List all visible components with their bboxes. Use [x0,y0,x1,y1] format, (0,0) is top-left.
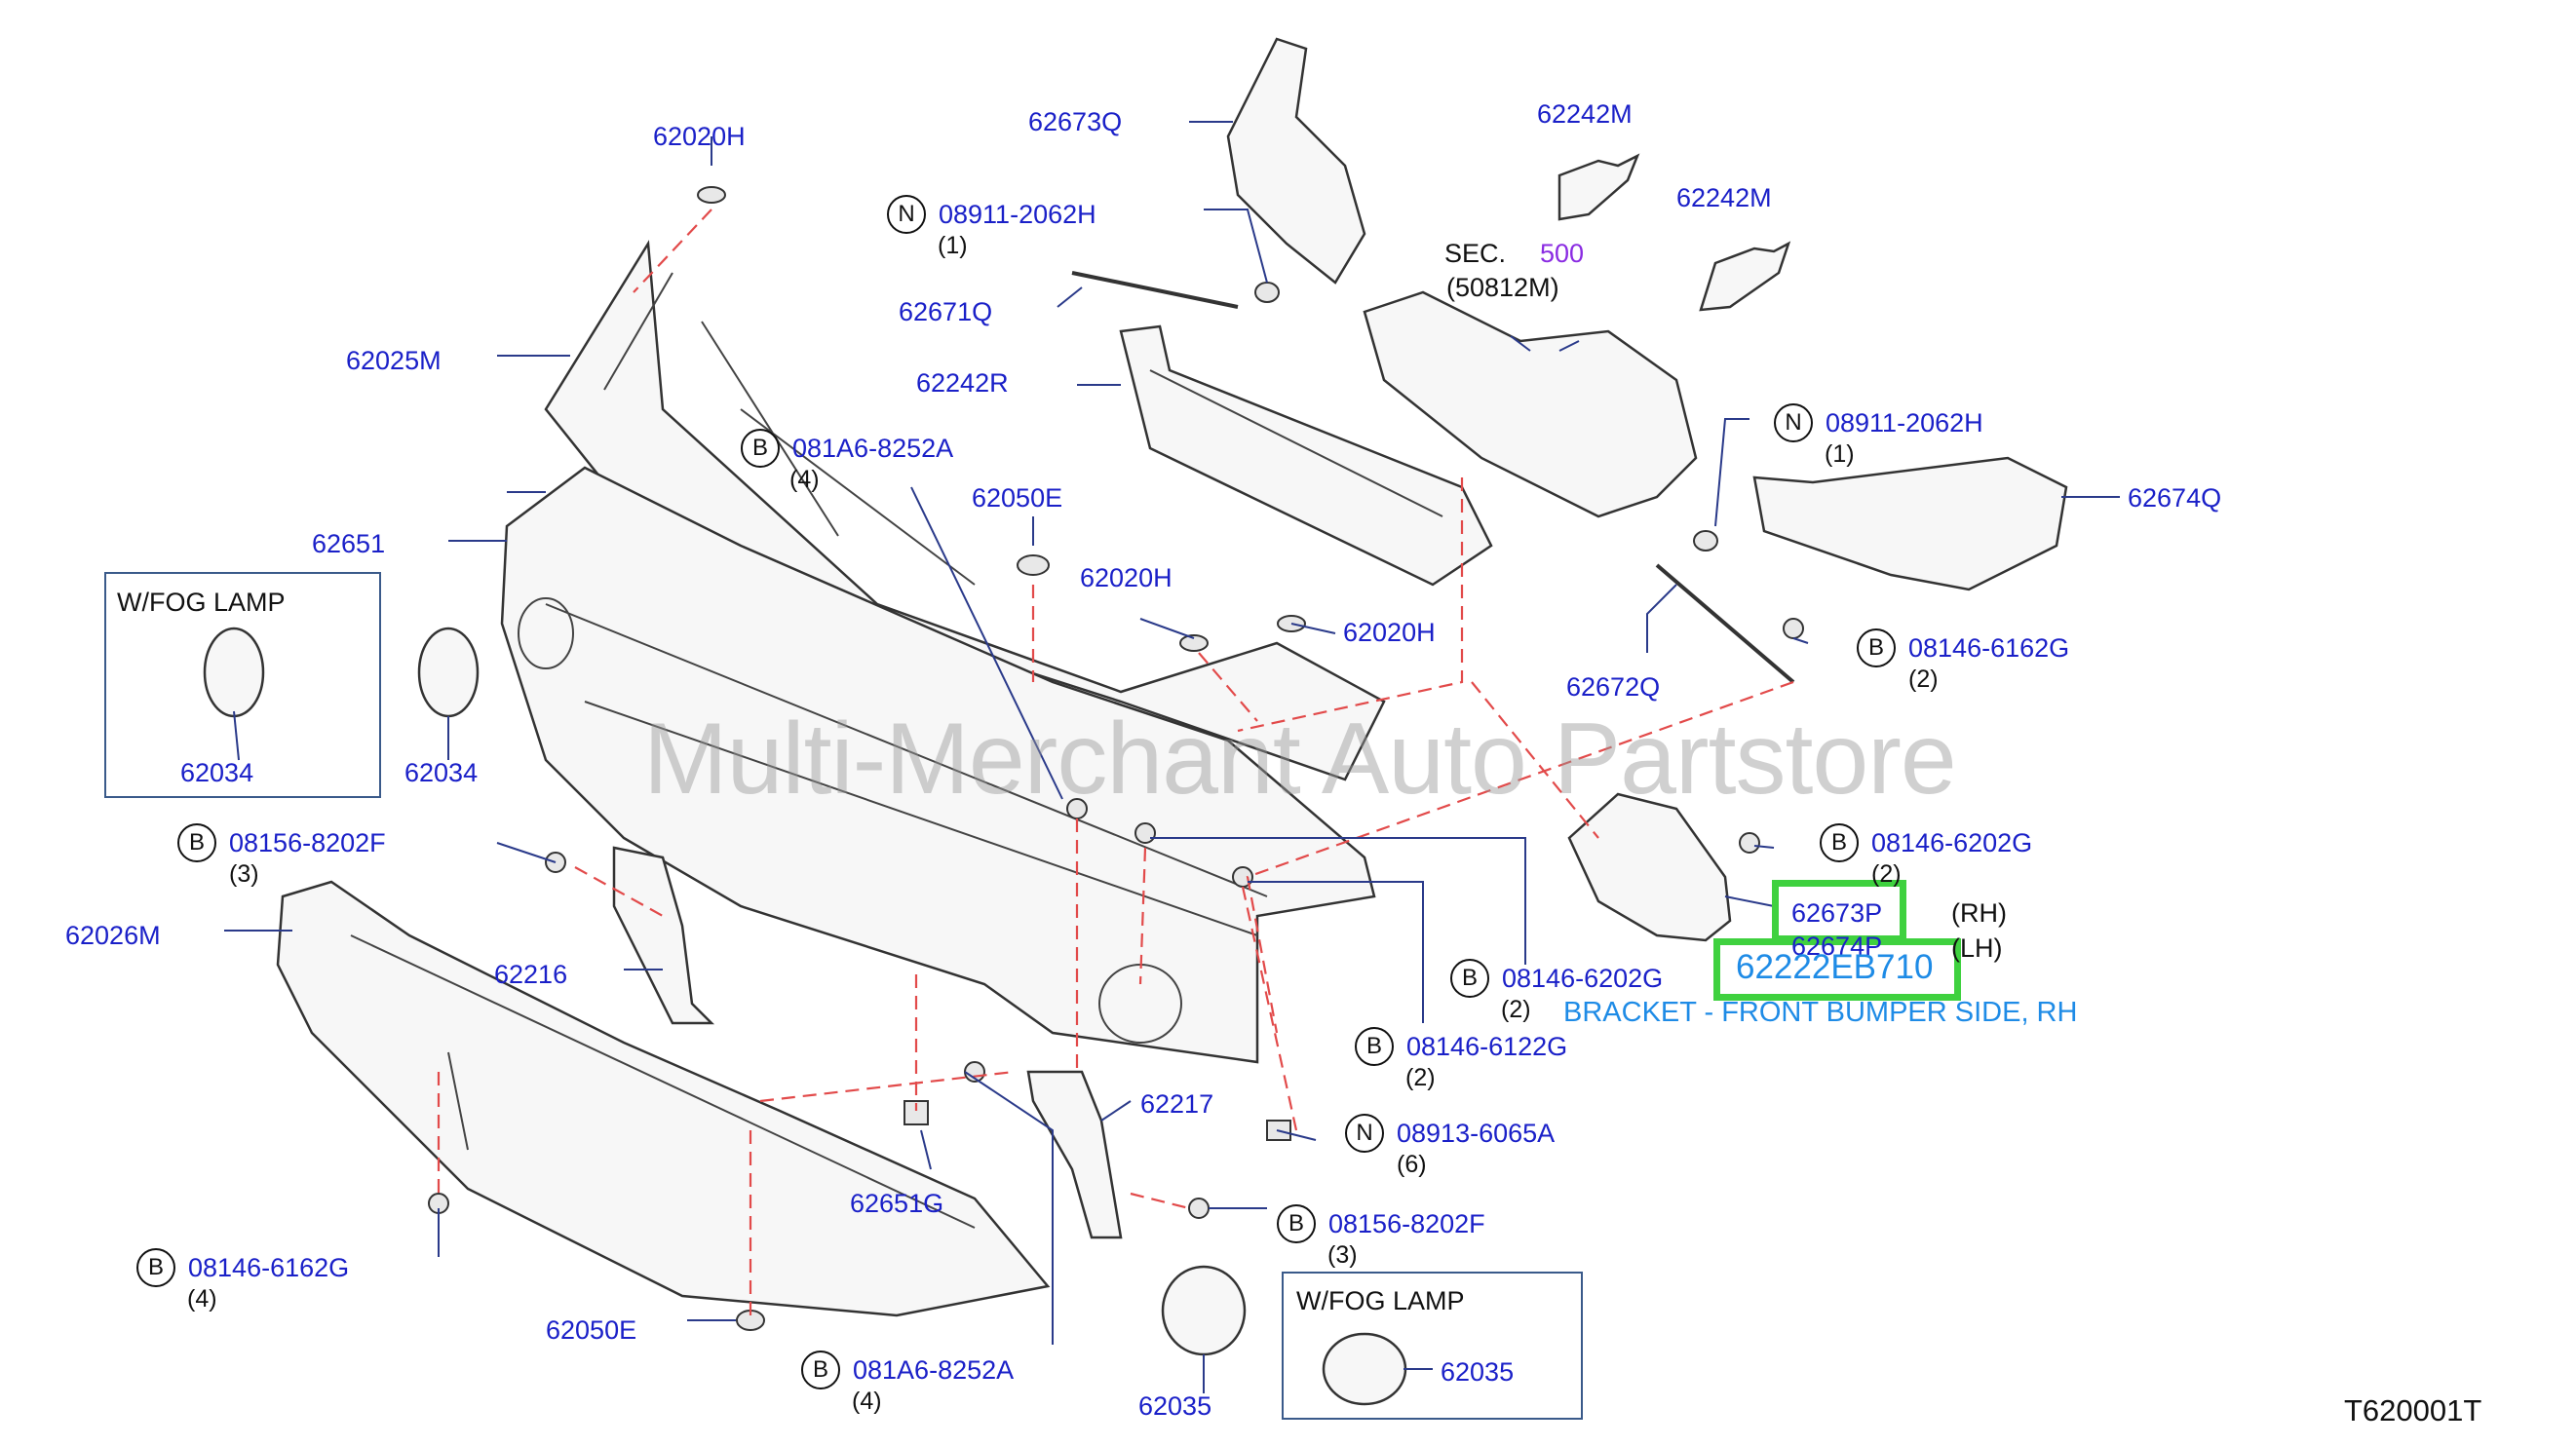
callout-62050E-b[interactable]: 62050E [546,1315,637,1345]
bracket-62242M-a [1557,153,1640,221]
callout-62674Q[interactable]: 62674Q [2128,483,2222,513]
callout-62020H-top[interactable]: 62020H [653,122,746,151]
fog-lamp-62034 [417,627,480,718]
qty-08146-6162G-a: (2) [1908,666,1939,693]
callout-62672Q[interactable]: 62672Q [1566,672,1661,702]
circle-N-b: N [1774,403,1813,442]
bracket-62674Q [1752,456,2068,591]
callout-62035[interactable]: 62035 [1138,1391,1212,1421]
highlight-description: BRACKET - FRONT BUMPER SIDE, RH [1563,997,2078,1028]
callout-081A6-b[interactable]: 081A6-8252A [853,1355,1015,1385]
splash-guard [1363,290,1698,518]
callout-62651[interactable]: 62651 [312,529,386,558]
bumper-fascia [500,466,1376,1064]
bracket-62217 [1026,1070,1123,1239]
callout-08913[interactable]: 08913-6065A [1397,1119,1556,1148]
callout-62034[interactable]: 62034 [404,758,479,787]
callout-08146-6202G-a[interactable]: 08146-6202G [1871,828,2033,857]
watermark: Multi-Merchant Auto Partstore [643,703,1957,816]
diagram-code: T620001T [2344,1393,2482,1427]
qty-08146-6202G-a: (2) [1871,860,1902,888]
callout-62671Q[interactable]: 62671Q [899,297,993,326]
bracket-62673Q [1226,37,1366,285]
highlight-62222EB710 [1713,938,1961,1001]
fog-lamp-box-bottom [1282,1272,1583,1420]
callout-62242M-a[interactable]: 62242M [1537,99,1633,129]
callout-62242M-b[interactable]: 62242M [1676,183,1772,212]
callout-08911-a[interactable]: 08911-2062H [939,200,1096,229]
lower-valance [276,880,1051,1317]
callout-08146-6202G-b[interactable]: 08146-6202G [1502,964,1664,993]
callout-62673Q[interactable]: 62673Q [1028,107,1123,136]
lh-label: (LH) [1951,933,2003,963]
circle-B-08146-6162G-a: B [1857,628,1896,667]
callout-62217[interactable]: 62217 [1140,1089,1214,1119]
callout-08911-b[interactable]: 08911-2062H [1826,408,1983,438]
callout-62035-box[interactable]: 62035 [1441,1357,1515,1387]
fog-lamp-box-bottom-label: W/FOG LAMP [1296,1286,1465,1315]
callout-62216[interactable]: 62216 [494,960,568,989]
callout-62020H-c[interactable]: 62020H [1343,618,1436,647]
sec-label: SEC. [1444,239,1507,268]
bracket-62242M-b [1699,241,1791,312]
bracket-62673P [1567,792,1732,942]
qty-081A6-b: (4) [852,1388,882,1415]
highlight-part-number[interactable]: 62222EB710 [1736,948,1934,986]
circle-B-08146-6202G-a: B [1820,823,1859,862]
callout-08146-6122G[interactable]: 08146-6122G [1406,1032,1568,1061]
reinforcement-bar [1119,324,1493,587]
circle-B-081A6-b: B [801,1351,840,1389]
circle-B-08146-6162G-b: B [136,1248,175,1287]
qty-08913: (6) [1397,1151,1427,1178]
circle-B-08156-b: B [1277,1204,1316,1243]
callout-62674P[interactable]: 62674P [1791,932,1883,961]
rh-label: (RH) [1951,898,2007,928]
sec-number[interactable]: 500 [1540,239,1585,268]
fog-lamp-box-left-label: W/FOG LAMP [117,588,286,617]
circle-B-08146-6202G-b: B [1450,959,1489,998]
callout-62020H-b[interactable]: 62020H [1080,563,1173,592]
callout-62034-box[interactable]: 62034 [180,758,254,787]
callout-62026M[interactable]: 62026M [65,921,161,950]
callout-62242R[interactable]: 62242R [916,368,1009,398]
bracket-62216 [612,846,715,1025]
callout-081A6-a[interactable]: 081A6-8252A [792,434,954,463]
callout-08146-6162G-a[interactable]: 08146-6162G [1908,633,2070,663]
circle-B-08156-a: B [177,823,216,862]
qty-08146-6202G-b: (2) [1501,996,1531,1023]
callout-62651G[interactable]: 62651G [850,1189,944,1218]
callout-08156-a[interactable]: 08156-8202F [229,828,386,857]
qty-08146-6122G: (2) [1405,1064,1436,1091]
circle-B-081A6-a: B [741,429,780,468]
callout-62050E-a[interactable]: 62050E [972,483,1063,513]
callout-08156-b[interactable]: 08156-8202F [1328,1209,1485,1238]
sec-sub: (50812M) [1446,273,1559,302]
qty-08146-6162G-b: (4) [187,1285,217,1313]
qty-081A6-a: (4) [789,466,820,493]
circle-B-08146-6122G: B [1355,1027,1394,1066]
qty-08911-b: (1) [1825,440,1855,468]
fog-lamp-box-left [104,572,381,798]
callout-62673P[interactable]: 62673P [1791,898,1883,928]
circle-N-08913: N [1345,1114,1384,1153]
qty-08911-a: (1) [938,232,968,259]
fog-cover-62035 [1161,1265,1247,1356]
qty-08156-a: (3) [229,860,259,888]
callout-08146-6162G-b[interactable]: 08146-6162G [188,1253,350,1282]
qty-08156-b: (3) [1327,1241,1358,1269]
circle-N-a: N [887,195,926,234]
callout-62025M[interactable]: 62025M [346,346,442,375]
